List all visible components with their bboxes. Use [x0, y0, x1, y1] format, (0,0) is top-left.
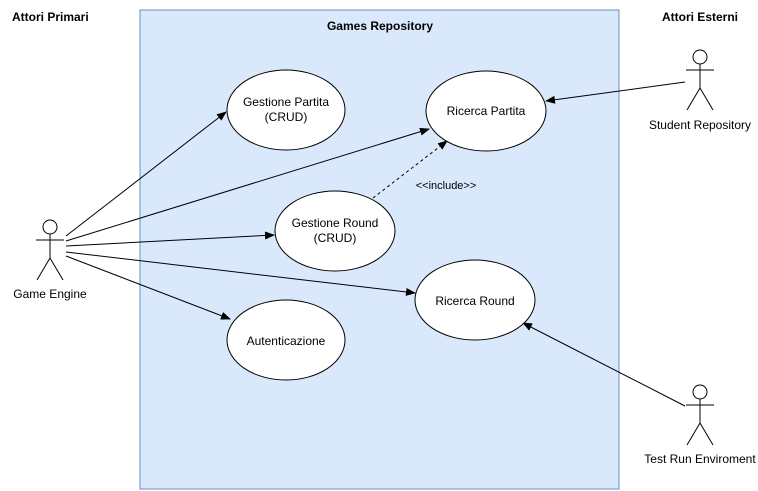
- assoc-game-engine-gestione-round: [65, 231, 275, 247]
- use-case-autenticazione[interactable]: Autenticazione: [226, 299, 346, 381]
- actor-student-repository[interactable]: [686, 49, 714, 111]
- actor-label-test-run-environment: Test Run Enviroment: [644, 452, 756, 466]
- use-case-label: Autenticazione: [247, 334, 326, 348]
- assoc-test-run-ricerca-round: [522, 322, 686, 407]
- external-actors-header: Attori Esterni: [662, 10, 738, 24]
- assoc-game-engine-ricerca-partita: [65, 127, 430, 242]
- system-title: Games Repository: [327, 19, 433, 33]
- use-case-label: Gestione Partita: [243, 95, 329, 109]
- use-case-label: (CRUD): [265, 110, 308, 124]
- associations: [65, 81, 686, 407]
- assoc-game-engine-ricerca-round: [65, 251, 416, 296]
- use-case-gestione-partita[interactable]: Gestione Partita (CRUD): [226, 69, 346, 151]
- assoc-game-engine-autenticazione: [65, 255, 231, 320]
- assoc-game-engine-gestione-partita: [65, 111, 227, 237]
- use-case-label: Gestione Round: [292, 216, 379, 230]
- actor-head: [692, 49, 708, 65]
- actor-head: [692, 384, 708, 400]
- use-case-gestione-round[interactable]: Gestione Round (CRUD): [274, 190, 396, 272]
- use-case-label: Ricerca Partita: [447, 104, 526, 118]
- use-case-ricerca-partita[interactable]: Ricerca Partita: [425, 70, 547, 152]
- primary-actors-header: Attori Primari: [12, 10, 89, 24]
- include-label: <<include>>: [416, 180, 477, 192]
- use-case-ricerca-round[interactable]: Ricerca Round: [414, 259, 536, 341]
- assoc-student-repo-ricerca-partita: [545, 81, 686, 104]
- actor-head: [42, 219, 58, 235]
- actor-game-engine[interactable]: [36, 219, 64, 281]
- actor-label-game-engine: Game Engine: [13, 287, 87, 301]
- actor-label-student-repository: Student Repository: [649, 118, 751, 132]
- actor-test-run-environment[interactable]: [686, 384, 714, 446]
- use-case-label: Ricerca Round: [435, 294, 514, 308]
- use-case-label: (CRUD): [314, 231, 357, 245]
